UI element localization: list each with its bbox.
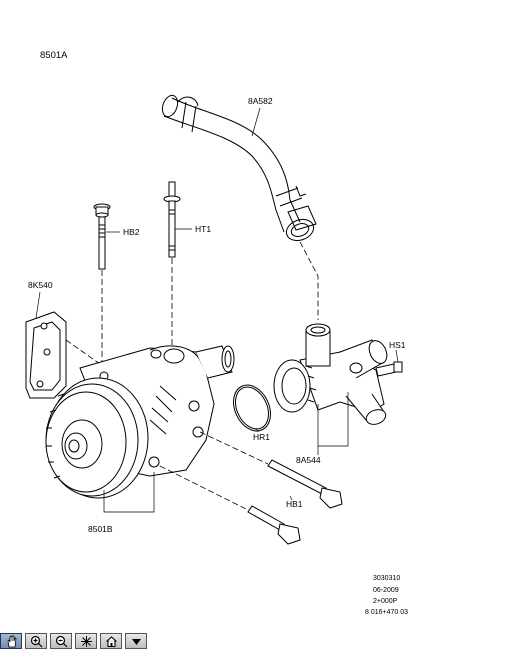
o-ring bbox=[233, 384, 271, 432]
exploded-parts-diagram: 8501A bbox=[25, 50, 408, 616]
zoom-in-icon bbox=[30, 635, 42, 647]
bolt-hb2 bbox=[93, 203, 111, 270]
home-button[interactable] bbox=[100, 633, 122, 649]
home-icon bbox=[105, 635, 117, 647]
callout-pump: 8501B bbox=[88, 524, 113, 534]
reference-variant: 2+000P bbox=[373, 598, 398, 605]
diagram-title: 8501A bbox=[40, 50, 68, 61]
dropdown-arrow-icon bbox=[131, 638, 141, 645]
stud-ht1 bbox=[163, 181, 181, 258]
callout-sensor: HS1 bbox=[389, 340, 406, 350]
zoom-out-icon bbox=[55, 635, 67, 647]
callout-bolt-hb2: HB2 bbox=[123, 227, 140, 237]
reference-date: 06-2009 bbox=[373, 587, 399, 594]
select-hand-icon bbox=[7, 634, 16, 647]
callout-gasket: 8K540 bbox=[28, 280, 53, 290]
viewer-toolbar bbox=[0, 632, 520, 650]
zoom-in-button[interactable] bbox=[25, 633, 47, 649]
temperature-sensor bbox=[375, 361, 403, 377]
leader-lines bbox=[35, 107, 399, 513]
callout-stud-ht1: HT1 bbox=[195, 224, 211, 234]
coolant-hose bbox=[161, 94, 317, 242]
callout-hose: 8A582 bbox=[248, 96, 273, 106]
dropdown-button[interactable] bbox=[125, 633, 147, 649]
bolt-hb1-upper bbox=[267, 459, 343, 509]
thermostat-housing bbox=[273, 323, 388, 425]
callout-bolt-hb1: HB1 bbox=[286, 499, 303, 509]
zoom-out-button[interactable] bbox=[50, 633, 72, 649]
callout-o-ring: HR1 bbox=[253, 432, 270, 442]
highlight-button[interactable] bbox=[75, 633, 97, 649]
reference-number: 8 016+470 03 bbox=[365, 609, 408, 616]
reference-code: 3030310 bbox=[373, 575, 400, 582]
water-pump bbox=[45, 345, 235, 499]
highlight-star-icon bbox=[80, 635, 92, 647]
bolt-hb1-lower bbox=[247, 505, 301, 545]
callout-housing: 8A544 bbox=[296, 455, 321, 465]
gasket bbox=[25, 311, 67, 399]
select-hand-button[interactable] bbox=[0, 633, 22, 649]
